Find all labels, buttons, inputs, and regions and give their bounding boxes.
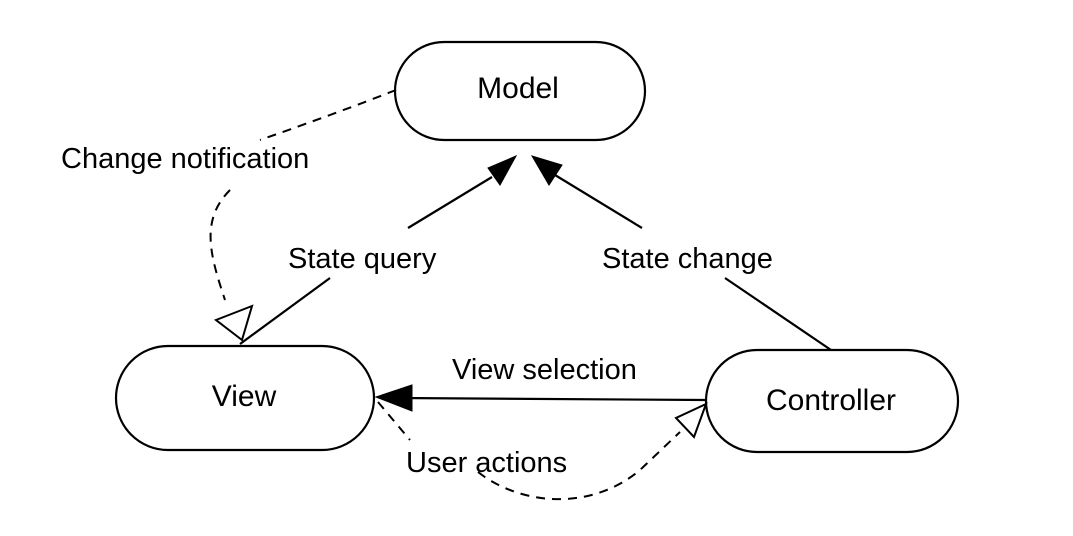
user-actions-line (377, 401, 681, 501)
user-actions-arrowhead (674, 402, 708, 439)
state-change-edge (530, 155, 832, 351)
user-actions-label: User actions (406, 447, 567, 479)
view-node-box (114, 344, 376, 452)
change-notification-edge (209, 89, 397, 342)
model-node: Model (393, 40, 647, 142)
view-node-label: View (212, 380, 277, 413)
controller-node-box (704, 348, 960, 454)
change-notification-arrowhead (213, 304, 254, 342)
change-notification-line (209, 89, 397, 301)
state-query-label: State query (288, 243, 437, 275)
view-selection-arrowhead (374, 384, 413, 412)
user-actions-edge (377, 401, 708, 501)
view-selection-label: View selection (452, 354, 637, 386)
state-change-label: State change (602, 243, 773, 275)
controller-node: Controller (704, 348, 960, 454)
controller-node-label: Controller (766, 384, 896, 417)
state-query-line (239, 176, 493, 345)
model-node-label: Model (477, 72, 559, 105)
change-notification-label: Change notification (61, 143, 309, 175)
view-selection-edge (374, 384, 707, 412)
state-change-line (554, 174, 832, 351)
state-query-edge (239, 154, 518, 345)
view-node: View (114, 344, 376, 452)
state-query-arrowhead (487, 154, 518, 186)
state-change-arrowhead (530, 155, 563, 186)
view-selection-line (397, 396, 707, 402)
